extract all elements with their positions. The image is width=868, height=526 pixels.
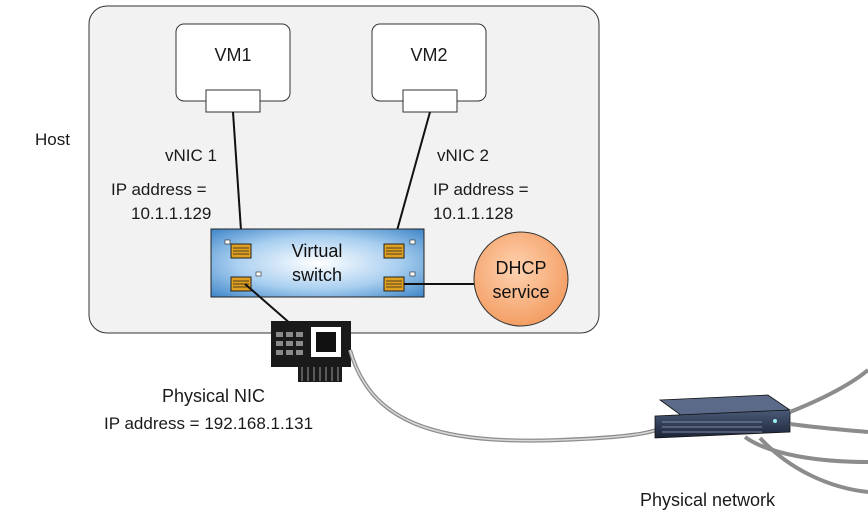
vnic1-ip: 10.1.1.129 xyxy=(131,204,212,223)
vswitch-port-bottom-left xyxy=(230,271,262,292)
physical-network-switch xyxy=(654,394,792,439)
host-label: Host xyxy=(35,130,70,149)
physical-nic-card xyxy=(244,283,351,382)
dhcp-service-circle xyxy=(473,231,569,327)
vswitch-port-top-right xyxy=(383,239,416,259)
physical-nic-ip: IP address = 192.168.1.131 xyxy=(104,414,314,433)
virtual-switch-line2: switch xyxy=(291,265,342,285)
vm2-vnic-port xyxy=(402,89,458,113)
vm1-vnic-port xyxy=(205,89,261,113)
physical-nic-label: Physical NIC xyxy=(162,386,266,406)
network-cable-1 xyxy=(789,368,868,414)
vnic2-label: vNIC 2 xyxy=(437,146,489,165)
vswitch-port-top-left xyxy=(224,239,252,259)
vm1-label: VM1 xyxy=(214,45,252,65)
network-cable-4 xyxy=(758,436,868,494)
dhcp-line2: service xyxy=(492,282,550,302)
nic-uplink-cable xyxy=(348,349,701,443)
vnic2-cable xyxy=(392,111,431,246)
network-cable-3 xyxy=(743,435,868,464)
network-cable-2 xyxy=(789,422,868,434)
vm2-label: VM2 xyxy=(410,45,448,65)
vnic1-ip-prefix: IP address = xyxy=(111,180,207,199)
vnic2-ip: 10.1.1.128 xyxy=(433,204,514,223)
virtual-switch-line1: Virtual xyxy=(291,241,343,261)
vnic1-cable xyxy=(232,111,243,246)
vnic1-label: vNIC 1 xyxy=(165,146,217,165)
vnic2-ip-prefix: IP address = xyxy=(433,180,529,199)
dhcp-line1: DHCP xyxy=(495,258,547,278)
vswitch-port-bottom-right xyxy=(383,271,416,292)
physical-network-label: Physical network xyxy=(640,490,776,510)
